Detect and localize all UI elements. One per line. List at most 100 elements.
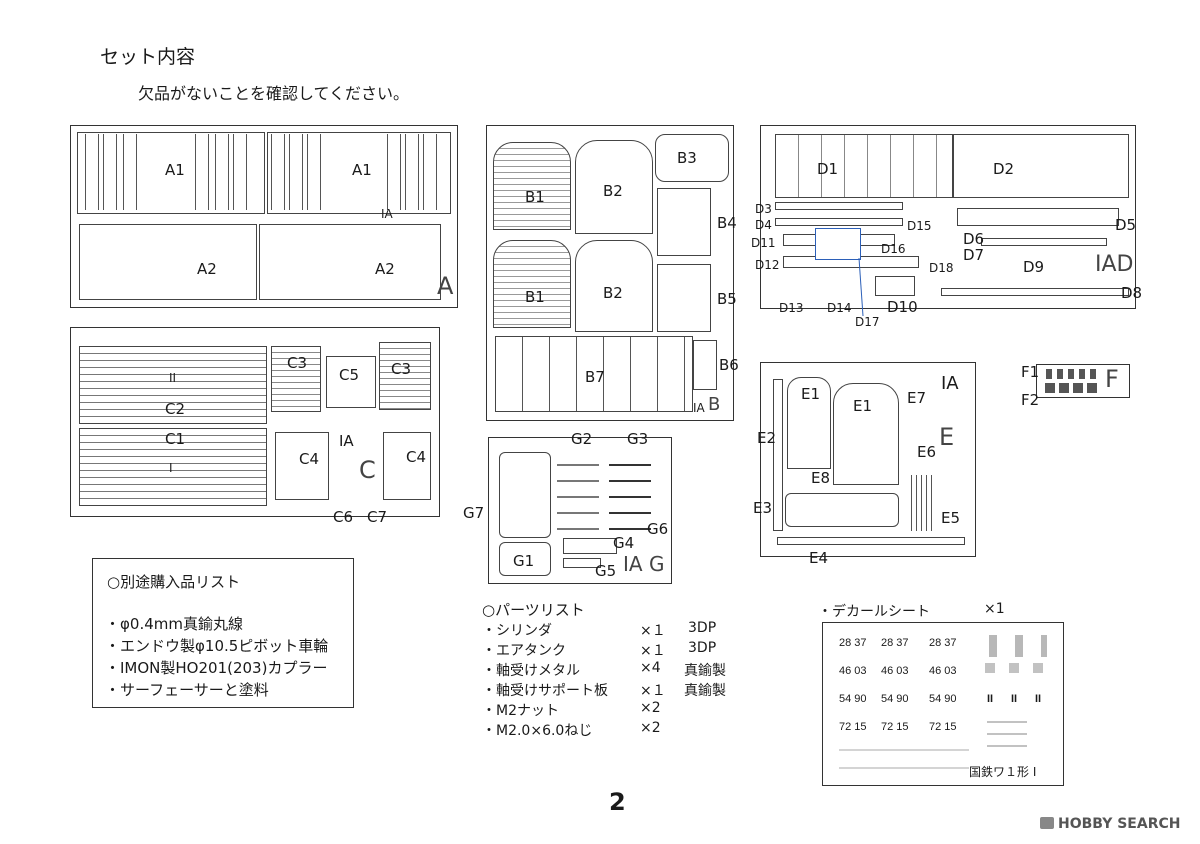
label-e1: E1 [801,385,821,403]
sheet-mark-e: E [939,423,955,451]
sheet-b: B1 B2 B3 B4 B1 B2 B5 B6 B7 IA B [486,125,739,421]
label-e3: E3 [753,499,773,517]
part-b7 [495,336,693,412]
decal-number: 54 90 [881,693,909,705]
parts-list-qty: ×１ [640,643,666,659]
part-a2-left [79,224,257,300]
watermark-text: HOBBY SEARCH [1058,816,1181,832]
part-c4-left [275,432,329,500]
label-d2: D2 [993,160,1015,178]
decal-sheet: 28 37 28 37 28 37 46 03 46 03 46 03 54 9… [822,622,1064,786]
sheet-mark-c: C [359,456,376,484]
sheet-f: F1 F2 F [1021,364,1130,408]
label-d13: D13 [779,301,804,315]
label-a2: A2 [197,260,217,278]
watermark-logo-icon [1040,817,1054,829]
part-e4 [777,537,965,545]
part-d8 [941,288,1129,296]
part-b4 [657,188,711,256]
decal-caption: 国鉄ワ１形 I [969,765,1037,779]
label-g1: G1 [513,552,535,570]
sheet-mark-f: F [1105,365,1119,393]
runner-tag: IA [693,401,705,415]
label-b2: B2 [603,284,623,302]
list-item: ・IMON製HO201(203)カプラー [105,659,328,677]
label-a2: A2 [375,260,395,278]
label-d6: D6 [963,230,985,248]
part-g1 [499,542,551,576]
label-e4: E4 [809,549,829,567]
label-e8: E8 [811,469,831,487]
label-c3: C3 [391,360,412,378]
decal-number: 28 37 [839,637,867,649]
part-e5 [907,475,935,531]
parts-list-qty: ×１ [640,623,666,639]
label-d10: D10 [887,298,918,316]
decal-mark: II [1035,693,1042,705]
part-c1 [79,428,267,506]
part-d5 [957,208,1119,226]
part-f2 [1043,383,1099,393]
label-b6: B6 [719,356,739,374]
part-b2-bottom [575,240,653,332]
watermark: HOBBY SEARCH [1040,816,1180,832]
sheet-d: D1 D2 D3 D4 D5 D6 D7 D8 D9 D10 D11 D12 D… [751,125,1142,328]
part-b5 [657,264,711,332]
label-d7: D7 [963,246,985,264]
part-b1-bottom [493,240,571,328]
label-c1: C1 [165,430,186,448]
label-e7: E7 [907,389,927,407]
label-d12: D12 [755,258,780,272]
parts-list-title: ○パーツリスト [482,601,585,619]
decal-number: 46 03 [839,665,867,677]
part-e3 [785,493,899,527]
label-g2: G2 [571,430,593,448]
parts-list-material: 3DP [688,620,717,636]
part-c4-right [383,432,431,500]
decal-number: 46 03 [929,665,957,677]
sheet-e: E1 E1 E7 E2 E6 E8 E3 E5 E4 IA E [753,362,976,566]
part-c2 [79,346,267,424]
label-b5: B5 [717,290,737,308]
part-a1-right [267,132,451,214]
part-g3 [609,450,651,530]
part-b3 [655,134,729,182]
label-d11: D11 [751,236,776,250]
parts-list-name: ・M2.0×6.0ねじ [482,723,593,739]
label-d18: D18 [929,261,954,275]
decal-qty: ×1 [984,601,1005,617]
label-d4: D4 [755,218,772,232]
decal-mark: II [1011,693,1018,705]
label-c2: C2 [165,400,186,418]
parts-list-name: ・エアタンク [482,643,566,659]
parts-list-name: ・シリンダ [482,623,552,639]
part-d2 [953,134,1129,198]
decal-number: 54 90 [839,693,867,705]
part-c5 [326,356,376,408]
decal-mark: II [987,693,994,705]
label-c7: C7 [367,508,388,526]
list-item: ・サーフェーサーと塗料 [105,681,269,699]
sheet-c: C3 C5 C3 C2 C1 C4 C4 C6 C7 II I IA C [70,327,440,525]
parts-list-name: ・軸受けサポート板 [482,683,608,699]
part-f1 [1043,369,1099,379]
part-e2 [773,379,783,531]
label-b4: B4 [717,214,737,232]
sheet-g: G2 G3 G7 G6 G4 G1 G5 IA G [463,432,672,584]
page-title: セット内容 [100,46,196,68]
part-c3-left [271,346,321,412]
label-g6: G6 [647,520,669,538]
separate-purchase-title: ○別途購入品リスト [107,573,241,591]
parts-list-qty: ×１ [640,683,666,699]
parts-list-material: 真鍮製 [684,663,726,679]
parts-list-qty: ×2 [640,700,661,716]
sheet-a: A1 A1 A2 A2 IA A [70,125,458,308]
label-g4: G4 [613,534,635,552]
part-e1-left [787,377,831,469]
decal-number: 28 37 [929,637,957,649]
part-b1-top [493,142,571,230]
label-d15: D15 [907,219,932,233]
decal-title: ・デカールシート [818,604,930,620]
part-g4 [563,538,617,554]
runner-tag: IA [339,432,354,450]
